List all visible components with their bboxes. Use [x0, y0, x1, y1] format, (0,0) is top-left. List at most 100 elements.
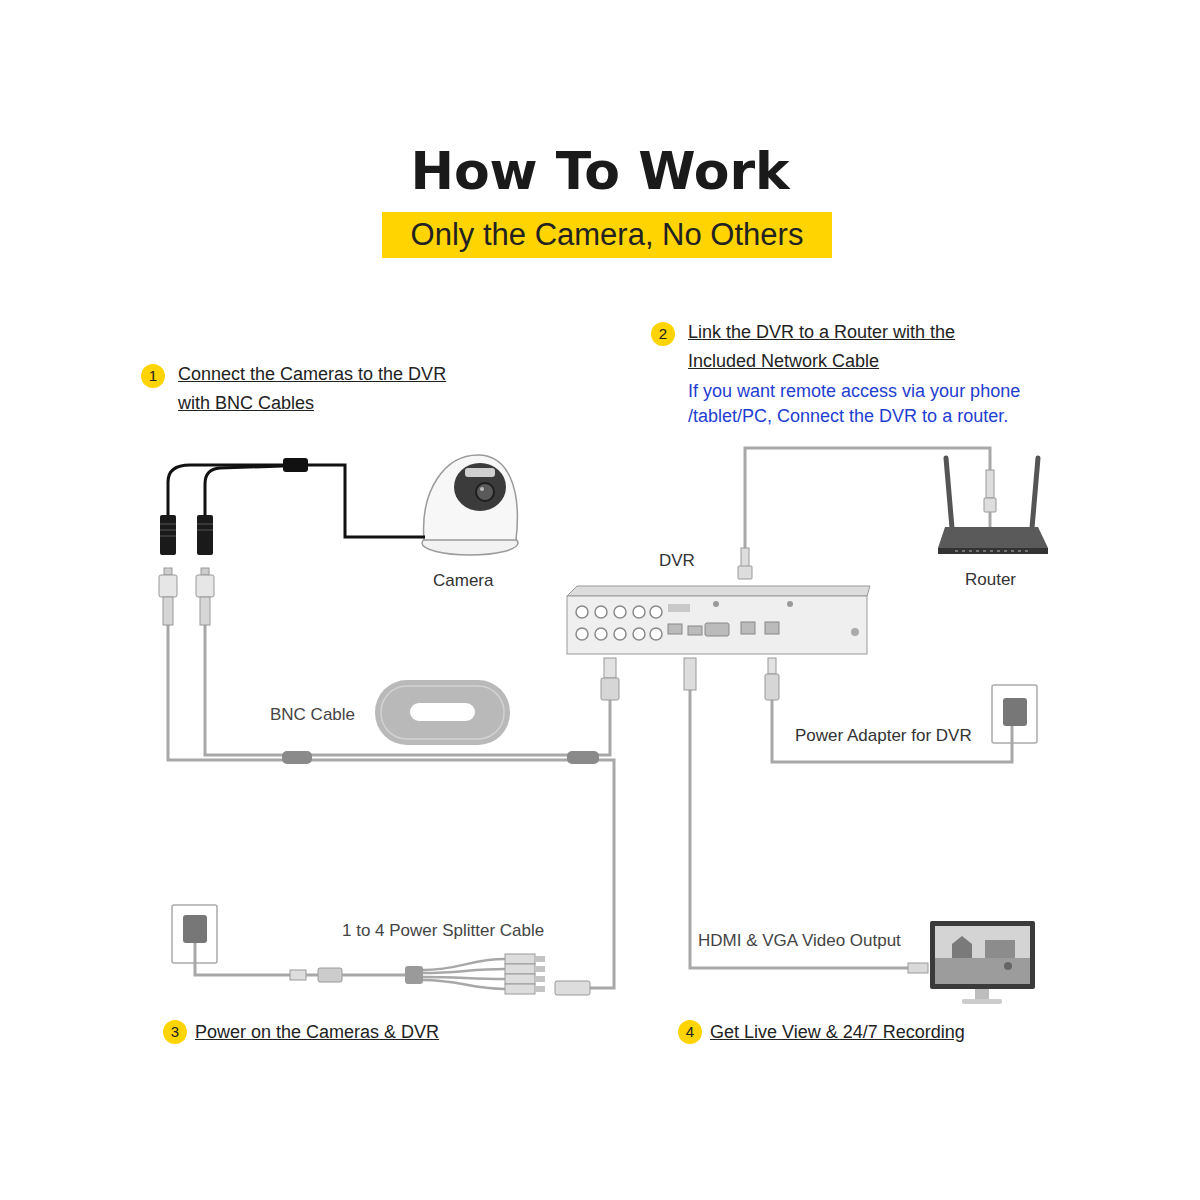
- monitor-symbol-part: [985, 940, 1015, 958]
- dvr-device-art-part-part-part: [576, 628, 588, 640]
- dvr-device-art-part-part: [567, 586, 870, 596]
- camera-device-art-part-part: [205, 466, 283, 515]
- power-splitter-cable-part: [535, 966, 545, 972]
- camera-device-art-part-part: [197, 515, 213, 555]
- dvr-device-art-part-part-part: [595, 628, 607, 640]
- dvr-device: DVR: [560, 548, 875, 700]
- cable-joint-part: [282, 751, 312, 764]
- camera-device-art-part-part: [465, 468, 495, 477]
- dvr-device-art-part-part: [668, 624, 682, 634]
- camera-device-art-part-part: [168, 465, 283, 515]
- power-splitter-cable-part: [290, 970, 306, 980]
- dvr-device-art-part: [567, 548, 870, 700]
- power-splitter-cable-part: [505, 964, 535, 974]
- power-splitter-cable-part: [505, 984, 535, 994]
- dvr-device-art-part-part: [601, 678, 619, 700]
- part-label: 1 to 4 Power Splitter Cable: [342, 920, 572, 942]
- dvr-device-art-part-part: [604, 658, 616, 678]
- dvr-device-art-part-part: [684, 658, 696, 690]
- monitor-symbol-part: [935, 926, 1030, 984]
- camera-device-art-part-part: [160, 524, 213, 536]
- router-device-art-part: [938, 458, 1048, 554]
- device-label: Camera: [433, 570, 513, 592]
- bnc-cable-coil-part: [381, 686, 504, 739]
- monitor-symbol-part: [1004, 962, 1012, 970]
- cable-connector: [772, 700, 1012, 762]
- dvr-device-art-part-part: [741, 622, 755, 634]
- banner-band: Only the Camera, No Others: [382, 212, 832, 258]
- dvr-device-art-part-part: [576, 606, 662, 640]
- camera-device-art-part-part: [476, 483, 494, 501]
- dvr-device-art-part-part-part: [576, 606, 588, 618]
- monitor-symbol-part: [952, 936, 972, 958]
- camera-device-art-part-part: [200, 597, 210, 625]
- camera-device-art-part-part: [454, 463, 506, 511]
- cable-connector: [205, 625, 610, 755]
- router-device-art-part-part: [938, 527, 1048, 548]
- dvr-device-art-part-part-part: [595, 606, 607, 618]
- power-adapter-device-art-part-part: [1003, 698, 1027, 726]
- camera-device-art-part-part: [164, 568, 172, 575]
- camera-device-art-part-part: [196, 575, 214, 597]
- dvr-device-art-part-part: [738, 566, 752, 579]
- dvr-device-art-part-part: [768, 658, 776, 674]
- camera-device: Camera: [155, 450, 525, 625]
- power-splitter-cable-part: [423, 959, 505, 989]
- cable-joint: [282, 751, 599, 764]
- dvr-device-art-part-part: [668, 604, 690, 612]
- power-splitter-cable: [290, 954, 590, 995]
- camera-device-art-part-part: [159, 575, 177, 597]
- bnc-cable-coil-part: [375, 680, 510, 745]
- dvr-device-art-part-part: [705, 623, 729, 636]
- cable-joint-part: [567, 751, 599, 764]
- camera-device-art-part-part: [424, 455, 518, 540]
- connector-label: BNC Cable: [270, 704, 370, 726]
- power-adapter-device-art-part: [992, 685, 1037, 748]
- device-label: DVR: [659, 550, 709, 572]
- dvr-device-art-part-part-part: [633, 628, 645, 640]
- dvr-device-art-part-part: [567, 596, 867, 654]
- camera-device-art-part-part: [480, 487, 484, 491]
- banner-text: Only the Camera, No Others: [382, 212, 832, 258]
- power-splitter-cable-part: [555, 981, 590, 995]
- dvr-device-art-part-part-part: [614, 606, 626, 618]
- camera-device-art-part: [159, 455, 518, 625]
- power-splitter-cable-part: [535, 956, 545, 962]
- power-splitter-cable-part: [405, 966, 423, 984]
- router-device-art-part-part: [938, 548, 1048, 554]
- dvr-device-art-part-part: [787, 601, 793, 607]
- dvr-device-art: [560, 548, 875, 700]
- dvr-device-art-part-part: [851, 628, 859, 636]
- power-splitter-cable-part: [535, 976, 545, 982]
- monitor-symbol-part: [962, 999, 1002, 1004]
- video-output-wire-part: [908, 963, 928, 973]
- callout-number: 4: [678, 1020, 702, 1044]
- callout-number: 2: [651, 322, 675, 346]
- step-heading: Power on the Cameras & DVR: [195, 1018, 515, 1047]
- camera-device-art-part-part: [283, 458, 308, 472]
- dvr-device-art-part-part: [688, 626, 702, 635]
- step-note: If you want remote access via your phone…: [688, 379, 1083, 429]
- power-splitter-cable-part: [306, 974, 405, 977]
- camera-device-art-part-part: [201, 568, 209, 575]
- power-adapter-device-art-part-part: [992, 685, 1037, 743]
- camera-power-adapter-part: [195, 943, 290, 975]
- page-title: How To Work: [0, 138, 1200, 204]
- camera-power-adapter: [172, 905, 290, 975]
- router-device-art-part-part: [986, 470, 994, 498]
- monitor-symbol-part: [930, 921, 1035, 989]
- monitor-symbol: [930, 921, 1035, 1004]
- dvr-device-art-part-part-part: [614, 628, 626, 640]
- camera-device-art: [155, 450, 525, 625]
- dvr-device-art-part-part-part: [650, 628, 662, 640]
- bnc-cable-coil-part: [410, 703, 475, 721]
- dvr-device-art-part-part: [765, 674, 779, 700]
- camera-power-adapter-part: [183, 915, 207, 943]
- callout-number: 1: [141, 364, 165, 388]
- step-heading: Link the DVR to a Router with the Includ…: [688, 318, 1018, 376]
- router-device-art-part-part: [955, 550, 1030, 552]
- camera-device-art-part-part: [160, 515, 176, 555]
- power-splitter-cable-part: [505, 954, 535, 964]
- dvr-device-art-part-part-part: [633, 606, 645, 618]
- router-device-art-part-part: [1032, 458, 1038, 528]
